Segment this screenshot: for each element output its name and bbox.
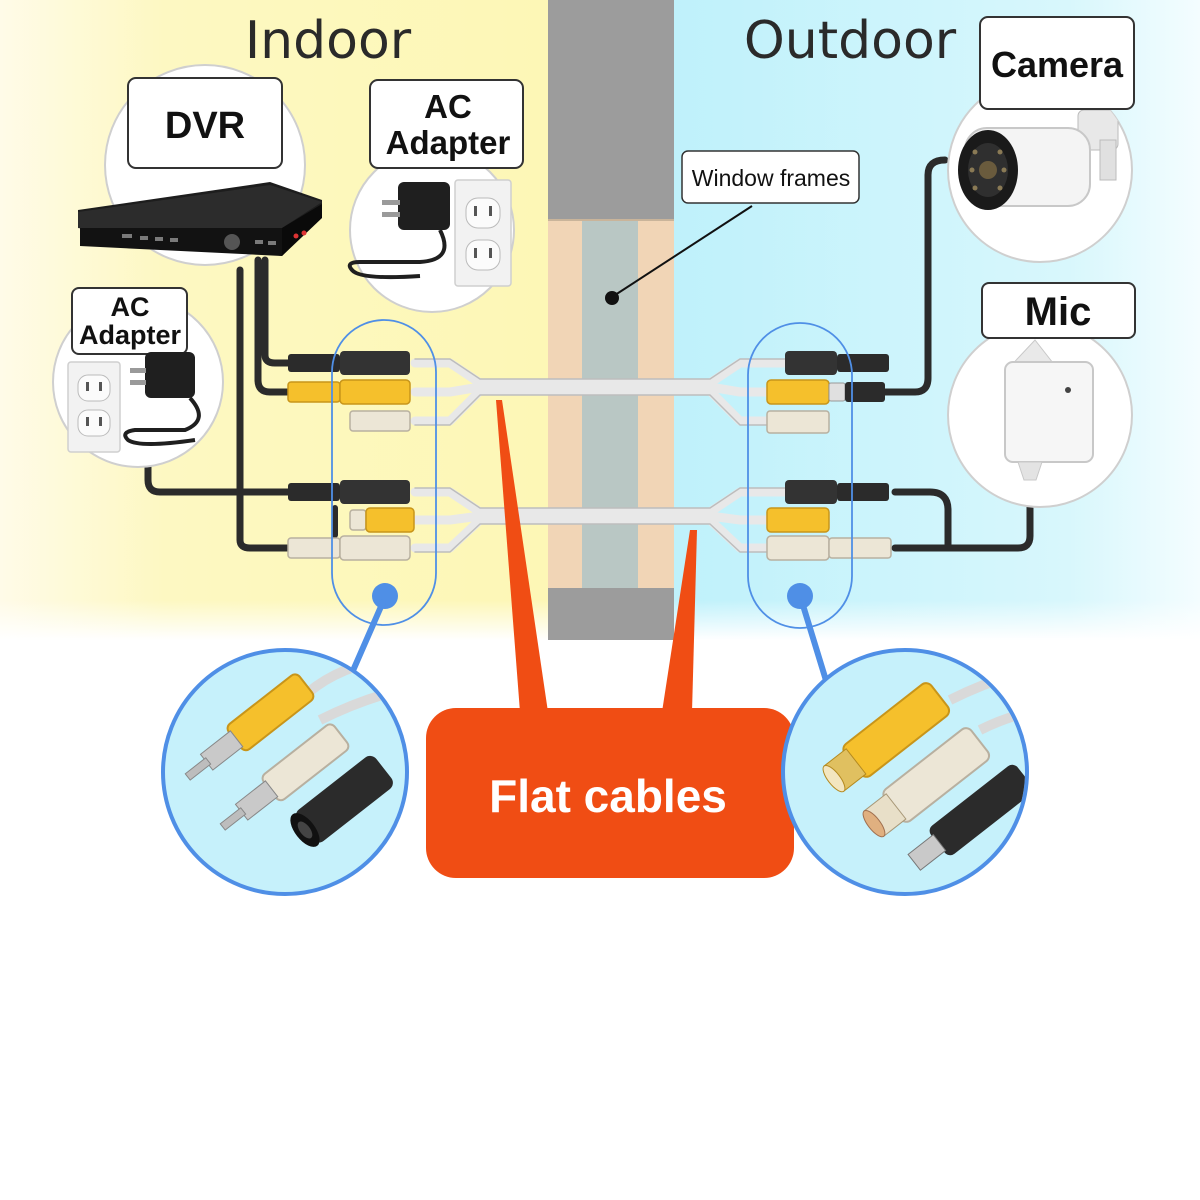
wall-outlet-icon [67, 361, 121, 453]
dvr-recorder-icon [78, 182, 322, 256]
ac-adapter-left-badge: AC Adapter [52, 287, 224, 468]
indoor-title: Indoor [245, 11, 412, 71]
left-pointer [345, 583, 398, 685]
ac-adapter-left-label-line2: Adapter [79, 320, 182, 350]
female-connectors-zoom [781, 648, 1029, 896]
microphone-box-icon [1003, 339, 1094, 481]
ac-adapter-top-badge: AC Adapter [347, 79, 524, 313]
connector-row-right-bottom [766, 480, 892, 561]
window-frames-callout: Window frames [605, 150, 860, 305]
mic-label: Mic [1025, 290, 1092, 334]
ac-adapter-icon [123, 352, 201, 446]
connector-row-right-top [766, 351, 889, 434]
right-connector-highlight [747, 322, 853, 629]
ac-adapter-icon [347, 182, 450, 280]
ac-adapter-top-label-line2: Adapter [386, 124, 511, 161]
camera-badge: Camera [947, 16, 1135, 263]
outdoor-title: Outdoor [744, 11, 957, 71]
window-frames-label: Window frames [692, 165, 850, 191]
male-connectors-zoom [161, 648, 409, 896]
ac-adapter-top-label-line1: AC [424, 88, 472, 125]
dvr-label: DVR [165, 105, 245, 147]
window-wall [548, 0, 674, 640]
connector-row-left-top [287, 351, 411, 432]
bullet-camera-icon [958, 109, 1119, 210]
left-connector-highlight [331, 319, 437, 626]
mic-badge: Mic [947, 282, 1136, 508]
camera-label: Camera [991, 44, 1124, 85]
flat-cables-callout: Flat cables [426, 400, 794, 878]
connector-row-left-bottom [287, 480, 415, 561]
flat-cables-label: Flat cables [489, 770, 727, 822]
ac-adapter-left-label-line1: AC [111, 292, 150, 322]
wall-outlet-icon [454, 179, 512, 287]
rca-jack-icon [822, 665, 1025, 871]
